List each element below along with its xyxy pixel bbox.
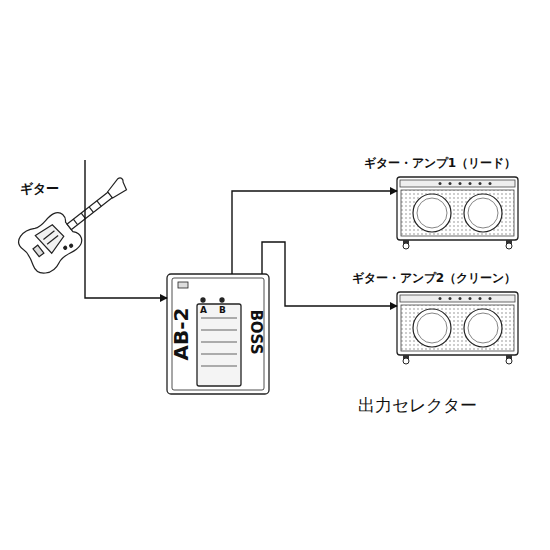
node-label: ギター: [20, 180, 59, 198]
caption: 出力セレクター: [358, 394, 477, 417]
pedal-node: AB-2 BOSS A B: [167, 274, 269, 394]
node-label: ギター・アンプ1（リード）: [364, 155, 516, 172]
amp-drawing: [397, 292, 518, 364]
guitar-drawing: [13, 165, 140, 279]
pedal-marking: A: [200, 305, 207, 315]
ab2-pedal-drawing: [167, 274, 269, 394]
pedal-marking: B: [219, 305, 226, 315]
pedal-marking: AB-2: [169, 308, 193, 361]
signal-arrow: [85, 160, 167, 298]
signal-arrow: [232, 191, 397, 274]
amp-drawing: [397, 177, 518, 249]
amp-node: ギター・アンプ2（クリーン）: [397, 292, 518, 362]
guitar-node: ギター: [20, 160, 138, 278]
amp-node: ギター・アンプ1（リード）: [397, 177, 518, 247]
pedal-marking: BOSS: [247, 309, 265, 354]
node-label: ギター・アンプ2（クリーン）: [352, 270, 516, 287]
